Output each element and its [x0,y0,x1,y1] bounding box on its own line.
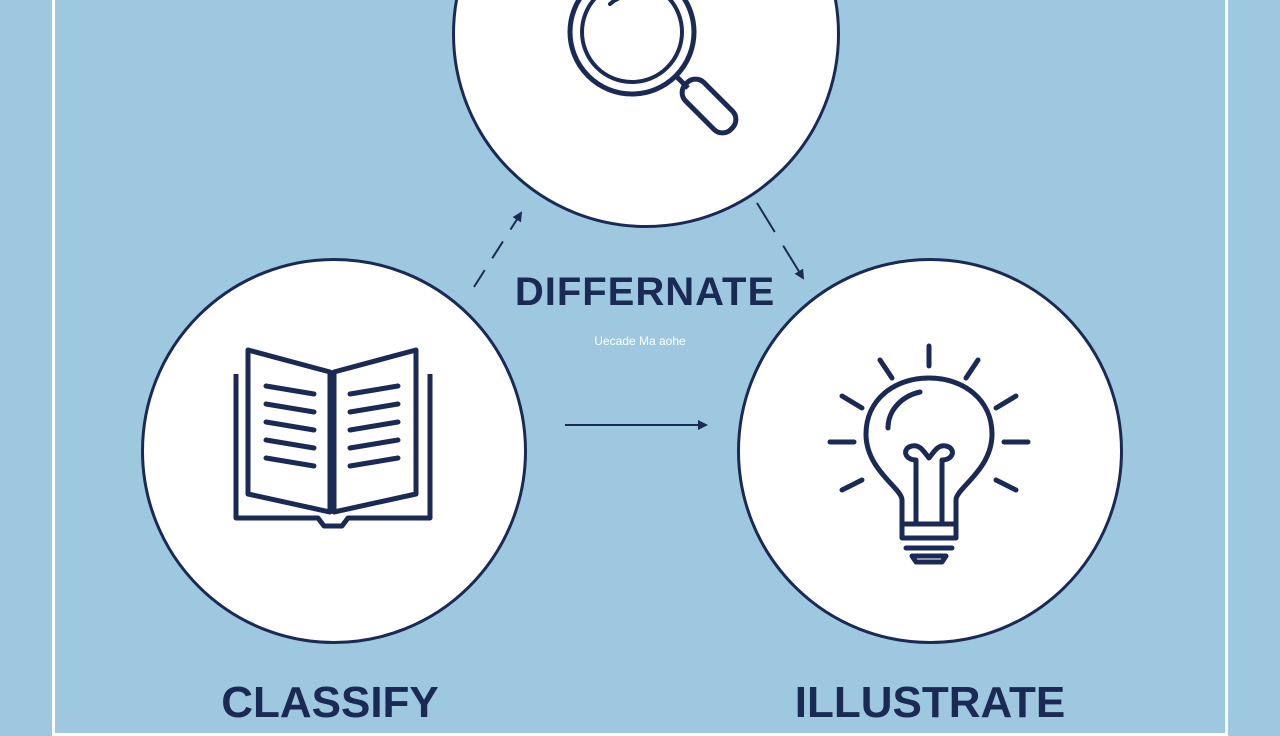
node-classify-label: CLASSIFY [221,678,439,727]
node-illustrate-label: ILLUSTRATE [794,678,1066,727]
open-book-icon [228,342,438,532]
node-illustrate [737,258,1123,644]
lightbulb-icon [826,340,1036,570]
arrow-differentiate-to-illustrate [756,202,805,280]
magnifying-glass-icon [562,0,762,152]
node-differentiate-sublabel: Uecade Ma aohe [594,334,686,348]
node-differentiate-label: DIFFERNATE [514,270,776,314]
